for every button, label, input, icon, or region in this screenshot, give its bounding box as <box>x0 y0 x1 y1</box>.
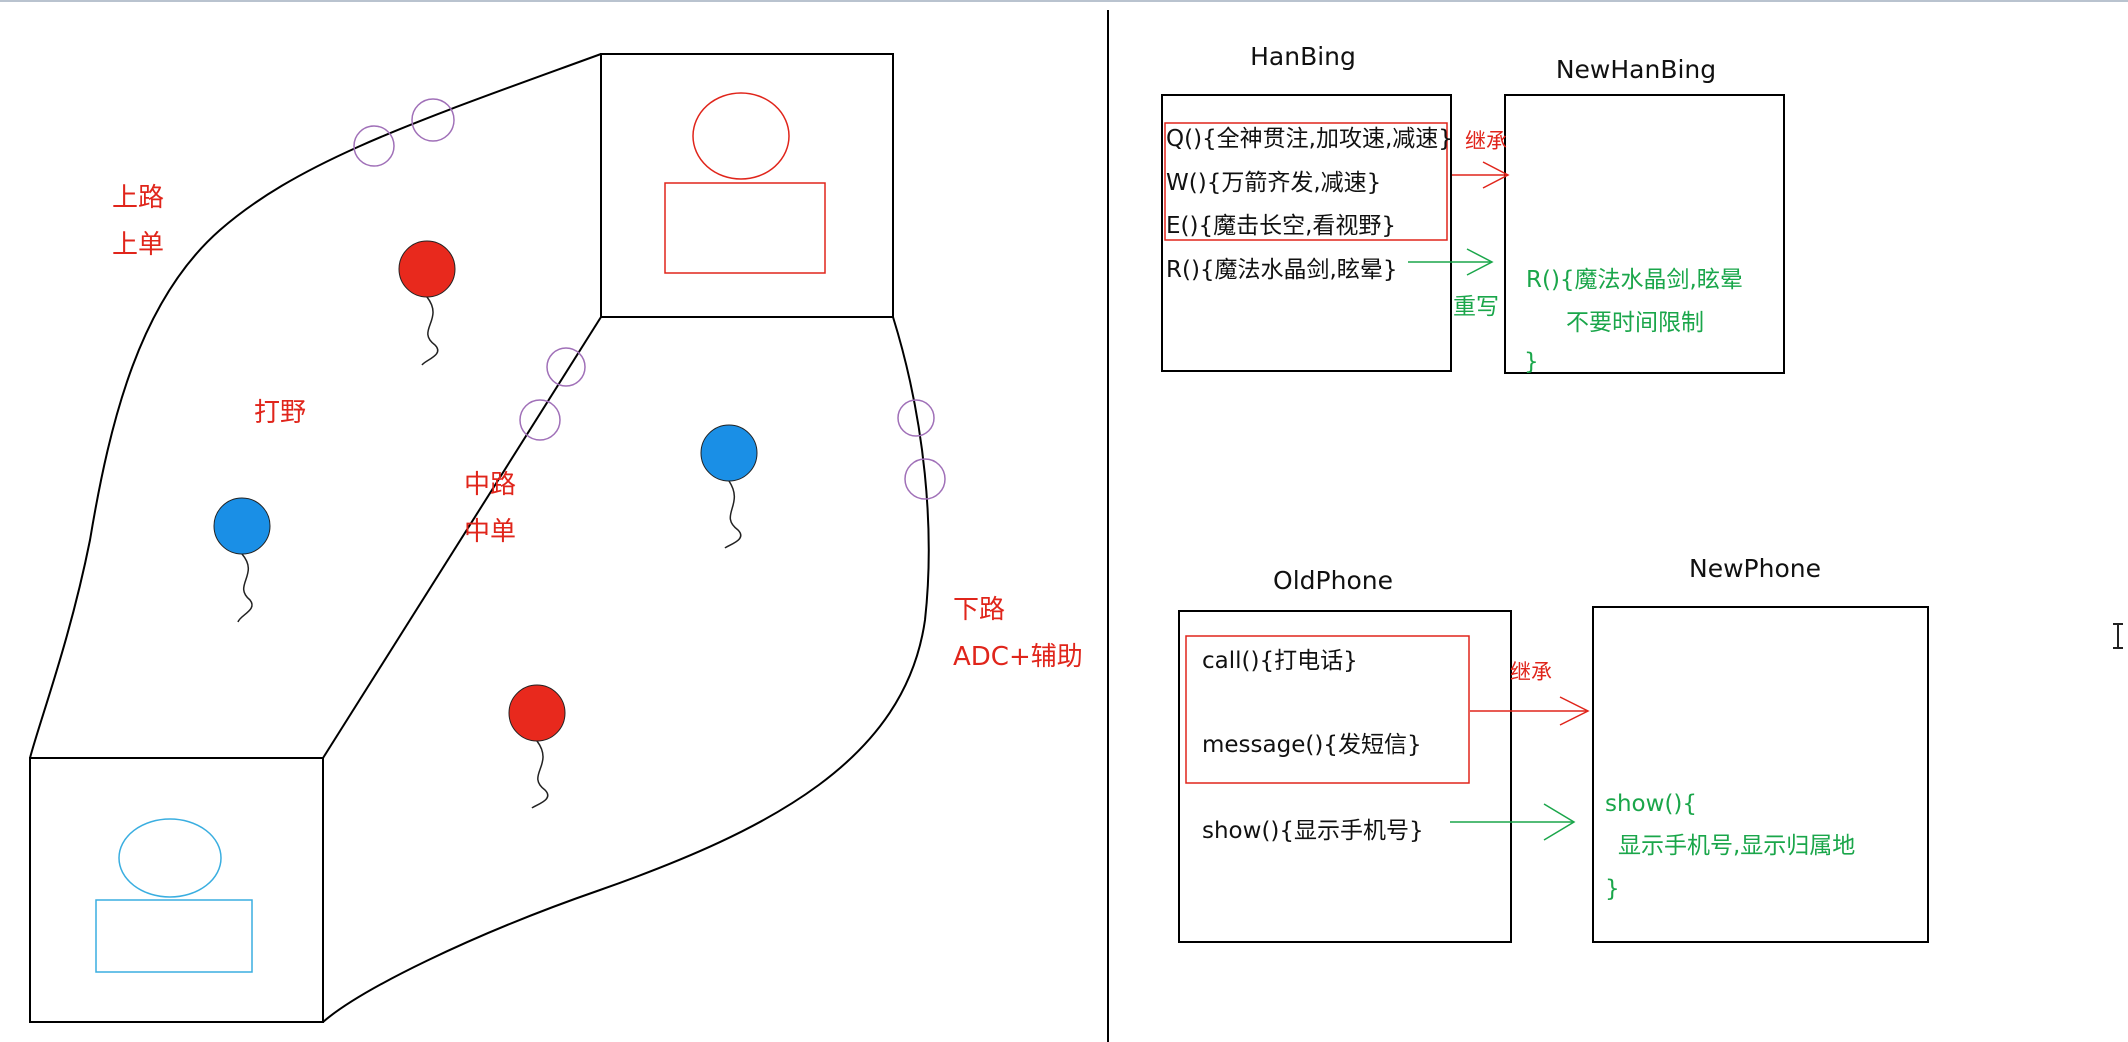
bottom-base-structure <box>95 818 253 973</box>
newphone-show-close: } <box>1605 876 1620 902</box>
newhanbing-r-line2: 不要时间限制 <box>1566 310 1704 336</box>
hanbing-e: E(){魔击长空,看视野} <box>1166 213 1396 239</box>
top-base <box>600 53 894 318</box>
hanbing-box <box>1161 94 1452 372</box>
show-override-arrow <box>1450 803 1576 841</box>
bottom-base <box>29 757 324 1023</box>
red-balloon-1 <box>398 240 456 366</box>
bottom-base-crystal <box>95 899 253 973</box>
turret-bot-2 <box>904 458 946 500</box>
inherit-arrow-2 <box>1470 696 1590 726</box>
hanbing-title: HanBing <box>1250 42 1356 71</box>
oldphone-box <box>1178 610 1512 943</box>
mid-lane-label: 中路 <box>464 470 516 500</box>
newhanbing-box <box>1504 94 1785 374</box>
turrets <box>353 98 946 500</box>
player-markers <box>213 240 758 809</box>
mid-role-label: 中单 <box>464 517 516 547</box>
moba-map <box>29 53 930 1023</box>
hanbing-r: R(){魔法水晶剑,眩晕} <box>1166 257 1398 283</box>
oldphone-inherited-group <box>1185 635 1470 784</box>
inherit-label-2: 继承 <box>1510 660 1552 684</box>
oldphone-title: OldPhone <box>1273 566 1393 595</box>
mid-lane-path <box>322 316 602 759</box>
turret-mid-2 <box>519 399 561 441</box>
newhanbing-title: NewHanBing <box>1556 55 1716 84</box>
newphone-box <box>1592 606 1929 943</box>
turret-top-2 <box>411 98 455 142</box>
turret-bot-1 <box>897 399 935 437</box>
override-arrow <box>1408 248 1494 276</box>
text-cursor-icon <box>2113 623 2123 649</box>
newhanbing-r-line1: R(){魔法水晶剑,眩晕 <box>1526 267 1743 293</box>
turret-mid-1 <box>546 347 586 387</box>
top-base-tower <box>692 92 790 180</box>
turret-top-1 <box>353 125 395 167</box>
top-base-crystal <box>664 182 826 274</box>
oldphone-show: show(){显示手机号} <box>1202 818 1424 844</box>
bottom-role-label: ADC+辅助 <box>953 642 1083 672</box>
inherit-label-1: 继承 <box>1465 129 1507 153</box>
newphone-show-line2: 显示手机号,显示归属地 <box>1618 833 1855 859</box>
newphone-title: NewPhone <box>1689 554 1821 583</box>
blue-balloon-1 <box>213 497 271 623</box>
bottom-lane-path <box>322 316 930 1023</box>
bottom-lane-label: 下路 <box>953 595 1005 625</box>
bottom-base-tower <box>118 818 222 898</box>
jungle-label: 打野 <box>254 398 306 428</box>
newphone-show-line1: show(){ <box>1605 791 1697 817</box>
oldphone-call: call(){打电话} <box>1202 648 1358 674</box>
top-lane-path <box>29 53 602 759</box>
inherit-arrow-1 <box>1452 161 1510 189</box>
newhanbing-r-close: } <box>1524 349 1539 375</box>
oldphone-message: message(){发短信} <box>1202 732 1422 758</box>
red-balloon-2 <box>508 684 566 809</box>
top-base-structure <box>664 92 826 274</box>
top-lane-label: 上路 <box>112 183 164 213</box>
override-label: 重写 <box>1453 294 1499 320</box>
top-role-label: 上单 <box>112 230 164 260</box>
blue-balloon-2 <box>700 424 758 549</box>
hanbing-inherited-group <box>1164 122 1448 241</box>
hanbing-w: W(){万箭齐发,减速} <box>1166 170 1381 196</box>
hanbing-q: Q(){全神贯注,加攻速,减速} <box>1166 126 1453 152</box>
